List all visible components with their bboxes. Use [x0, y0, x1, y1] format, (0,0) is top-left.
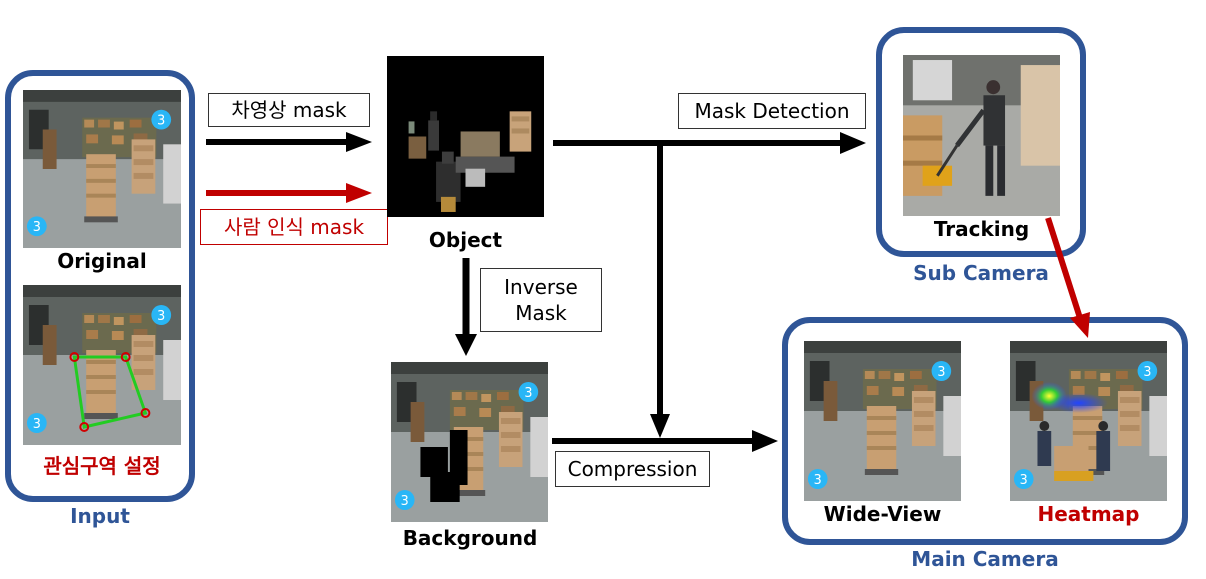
inverse-mask-box: Inverse Mask: [480, 268, 602, 332]
original-caption: Original: [57, 249, 147, 273]
mask-detection-box: Mask Detection: [678, 93, 866, 129]
input-frame: [5, 70, 195, 502]
arrow-compression: [552, 430, 778, 452]
object-image: [387, 56, 544, 217]
background-image: [391, 362, 548, 522]
sub-camera-label: Sub Camera: [913, 261, 1049, 285]
arrow-to-compression-junction: [650, 143, 670, 438]
arrow-person-mask: [206, 183, 372, 203]
roi-image: [23, 285, 181, 445]
arrow-mask-detection: [553, 132, 866, 154]
object-caption: Object: [428, 228, 503, 252]
arrow-inverse-mask: [455, 258, 477, 356]
tracking-caption: Tracking: [933, 217, 1030, 241]
input-label: Input: [70, 504, 130, 528]
arrow-vehicle-mask: [206, 132, 372, 152]
wide-view-caption: Wide-View: [823, 502, 942, 526]
main-camera-label: Main Camera: [911, 547, 1059, 571]
compression-box: Compression: [555, 451, 710, 487]
sub-camera-frame: [876, 27, 1086, 257]
vehicle-mask-box: 차영상 mask: [208, 93, 370, 127]
main-camera-frame: [782, 317, 1188, 545]
inverse-mask-line2: Mask: [515, 301, 567, 325]
roi-polygon: [72, 355, 148, 429]
background-caption: Background: [402, 526, 538, 550]
tracking-image: [903, 55, 1060, 216]
person-mask-box: 사람 인식 mask: [200, 209, 388, 245]
heatmap-caption: Heatmap: [1037, 502, 1140, 526]
inverse-mask-line1: Inverse: [504, 275, 578, 299]
arrow-tracking-to-heatmap: [1045, 217, 1090, 338]
heatmap-image: [1010, 341, 1167, 501]
roi-caption: 관심구역 설정: [43, 454, 161, 478]
